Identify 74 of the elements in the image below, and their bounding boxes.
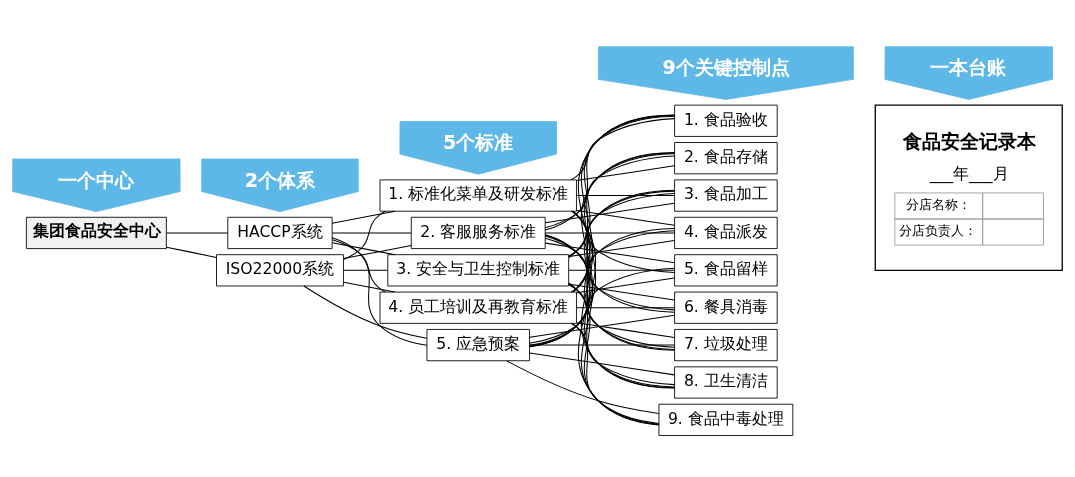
connector <box>576 195 676 197</box>
node-box: ISO22000系统 <box>216 254 344 287</box>
connector <box>343 245 412 259</box>
connector <box>529 189 676 347</box>
connector <box>544 237 675 311</box>
connector <box>570 322 675 386</box>
connector <box>576 210 675 226</box>
connector <box>544 234 676 389</box>
connector <box>568 282 660 425</box>
connector <box>343 210 386 260</box>
connector <box>568 115 676 258</box>
node-box: 9. 食品中毒处理 <box>658 403 794 436</box>
connector <box>544 235 675 351</box>
connector <box>576 165 675 182</box>
connector <box>506 360 660 415</box>
connector <box>332 239 386 293</box>
connector <box>572 210 675 313</box>
connector <box>572 152 676 293</box>
connector <box>572 114 675 293</box>
connector <box>529 344 675 346</box>
node-box: 3. 安全与卫生控制标准 <box>387 254 570 287</box>
connector <box>576 277 675 294</box>
connector <box>570 118 675 181</box>
connector <box>529 314 675 338</box>
connector <box>331 242 396 256</box>
node-box: 5. 应急预案 <box>426 329 530 362</box>
connector <box>529 267 675 344</box>
node-box: 2. 食品存储 <box>674 142 778 175</box>
connector <box>544 242 675 264</box>
connector <box>572 210 675 389</box>
connector <box>572 210 660 426</box>
node-box: 7. 垃圾处理 <box>674 329 778 362</box>
connector <box>568 269 675 271</box>
node-box: 6. 餐具消毒 <box>674 291 778 324</box>
connector <box>572 190 675 293</box>
connector <box>568 153 675 258</box>
connector <box>576 307 676 309</box>
node-box: 4. 员工培训及再教育标准 <box>379 291 577 324</box>
connector <box>572 210 676 351</box>
node-box: 4. 食品派发 <box>674 216 778 250</box>
connector <box>331 210 396 224</box>
connector <box>166 232 229 234</box>
connector <box>343 281 396 293</box>
connector <box>343 269 389 271</box>
connector <box>570 210 675 273</box>
node-box: 1. 标准化菜单及研发标准 <box>379 179 577 212</box>
connector <box>331 232 412 234</box>
connector <box>544 232 675 234</box>
node-box: 集团食品安全中心 <box>25 216 167 250</box>
connector <box>568 240 675 258</box>
connector <box>529 152 675 347</box>
connector <box>568 282 675 388</box>
node-box: 8. 卫生清洁 <box>674 366 778 399</box>
connector <box>303 285 428 339</box>
connector <box>570 230 675 293</box>
connector <box>544 155 675 229</box>
node-box: 1. 食品验收 <box>674 104 778 137</box>
connector <box>166 246 217 258</box>
connector <box>568 192 675 257</box>
connector <box>529 352 675 376</box>
connector <box>544 234 660 426</box>
connector <box>576 322 675 338</box>
connector <box>331 237 428 346</box>
connector <box>572 323 660 424</box>
connector <box>529 114 676 348</box>
connector <box>568 284 675 348</box>
node-box: 2. 客服服务标准 <box>410 216 546 250</box>
connector <box>544 202 675 224</box>
connector <box>544 115 675 231</box>
connector <box>529 228 675 346</box>
node-box: 5. 食品留样 <box>674 254 778 287</box>
node-box: 3. 食品加工 <box>674 179 778 212</box>
node-box: HACCP系统 <box>227 216 333 250</box>
node-box: 食品安全记录本 ___年___月 分店名称： 分店负责人： <box>874 104 1063 271</box>
